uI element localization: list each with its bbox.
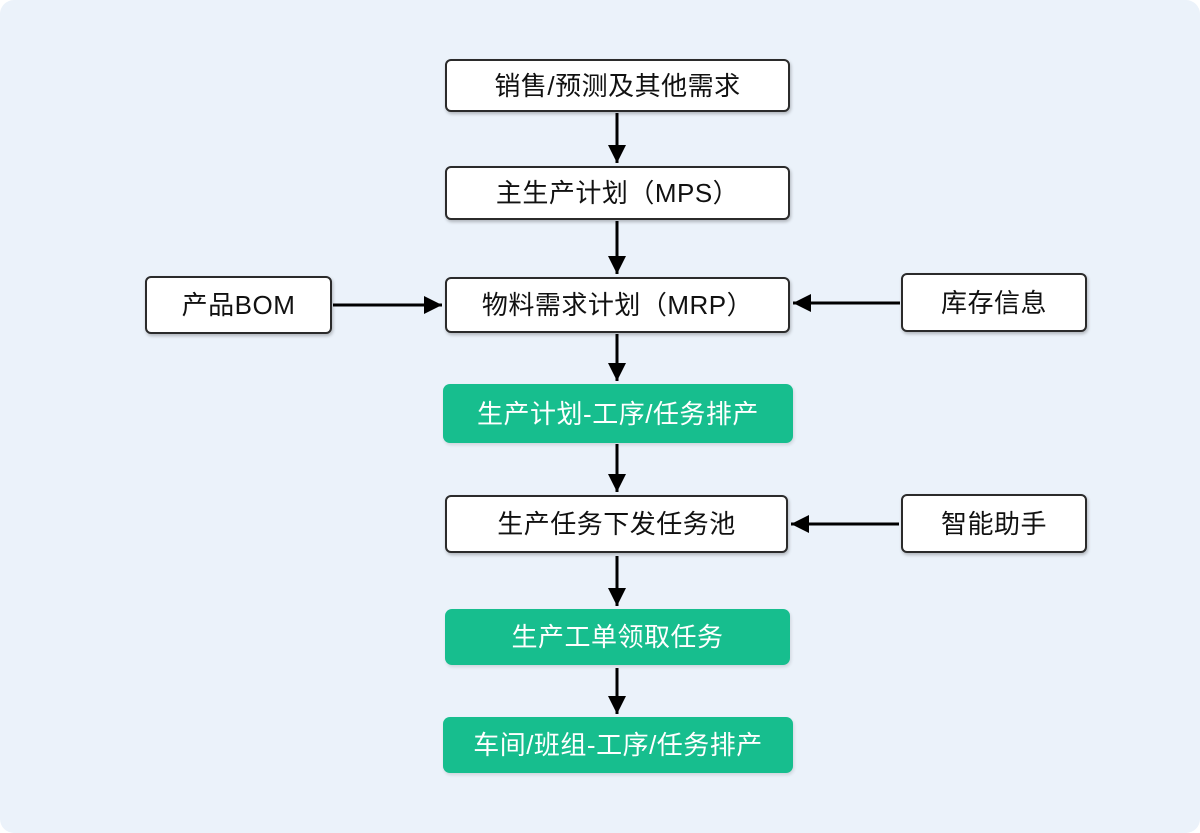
node-sales-forecast-demand: 销售/预测及其他需求 (445, 59, 790, 112)
node-master-production-schedule: 主生产计划（MPS） (445, 166, 790, 220)
node-product-bom: 产品BOM (145, 276, 332, 334)
node-work-order-claim-task: 生产工单领取任务 (445, 609, 790, 665)
node-workshop-team-scheduling: 车间/班组-工序/任务排产 (443, 717, 793, 773)
node-smart-assistant: 智能助手 (901, 494, 1087, 553)
node-task-pool-dispatch: 生产任务下发任务池 (445, 495, 788, 553)
node-inventory-info: 库存信息 (901, 273, 1087, 332)
node-material-requirements-planning: 物料需求计划（MRP） (445, 277, 790, 333)
node-production-plan-scheduling: 生产计划-工序/任务排产 (443, 384, 793, 443)
